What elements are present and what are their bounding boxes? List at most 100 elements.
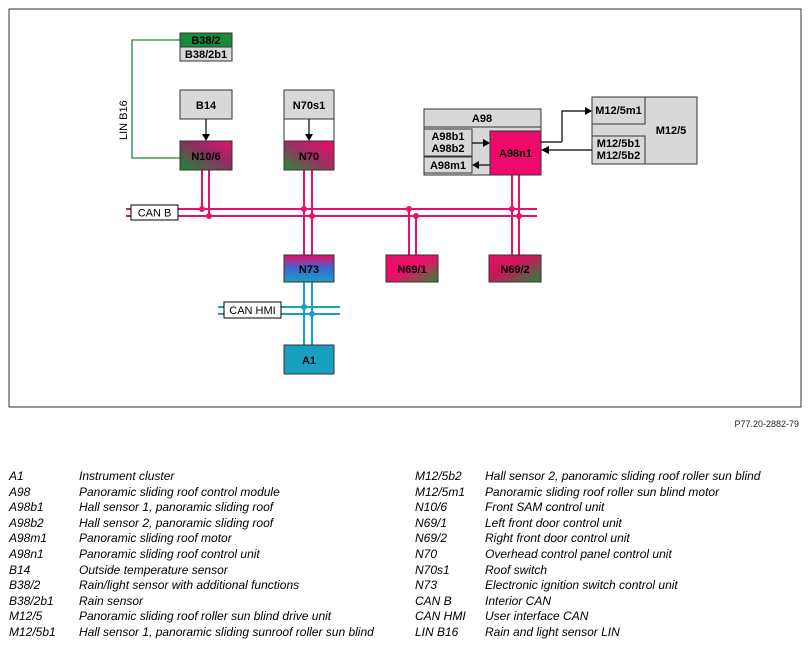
legend-code: A1	[9, 469, 24, 483]
legend-row: B38/2 Rain/light sensor with additional f…	[9, 578, 379, 594]
can-hmi-junctions	[301, 304, 315, 317]
legend-code: N73	[415, 578, 438, 593]
n73-box	[283, 254, 335, 283]
can-b-label-box	[130, 204, 179, 221]
n70-label: N70	[299, 151, 319, 163]
legend-code: N69/1	[415, 515, 448, 530]
legend-row: M12/5 Panoramic sliding roof roller sun b…	[9, 609, 379, 625]
a1-box	[283, 344, 335, 375]
legend-row: A98b1 Hall sensor 1, panoramic sliding ro…	[9, 500, 379, 516]
m12-5m1-box	[591, 96, 646, 125]
legend-desc: Panoramic sliding roof control module	[79, 484, 280, 499]
legend-code: A98b2	[9, 515, 44, 530]
can-b-junctions	[199, 206, 522, 219]
legend-desc: Roof switch	[485, 562, 548, 577]
b38-2b1-box	[179, 46, 233, 62]
legend-desc: Right front door control unit	[485, 531, 630, 546]
figure-reference: P77.20-2882-79	[734, 419, 799, 429]
n10-6-box	[179, 140, 233, 171]
a98b-arrow-head	[483, 139, 490, 147]
a98n1-label: A98n1	[499, 148, 532, 160]
legend-code: A98b1	[9, 500, 44, 515]
legend-right: M12/5b2 Hall sensor 2, panoramic sliding …	[415, 469, 805, 641]
a98m1-arrow-head	[472, 161, 479, 169]
legend-row: M12/5b2 Hall sensor 2, panoramic sliding …	[415, 469, 805, 485]
legend-desc: Hall sensor 1, panoramic sliding roof	[79, 500, 274, 515]
n69-2-box	[488, 254, 542, 283]
legend-code: N70	[415, 546, 438, 561]
legend-desc: Overhead control panel control unit	[485, 546, 672, 561]
lin-b16-line	[131, 39, 180, 159]
a98m1-label: A98m1	[430, 160, 466, 172]
legend-desc: Outside temperature sensor	[79, 562, 228, 577]
legend-code: N10/6	[415, 500, 448, 515]
n69-2-label: N69/2	[500, 264, 529, 276]
network-diagram: LIN B16 CAN B CAN HMI B38/2 B38/	[8, 8, 802, 408]
legend-row: N70s1 Roof switch	[415, 563, 805, 579]
can-b-bus	[126, 208, 537, 217]
legend-code: M12/5b1	[9, 624, 56, 639]
legend-row: N70 Overhead control panel control unit	[415, 547, 805, 563]
n69-1-label: N69/1	[397, 264, 426, 276]
b14-label: B14	[196, 100, 217, 112]
legend-desc: Front SAM control unit	[485, 500, 605, 515]
legend-code: A98m1	[9, 531, 48, 546]
a98-label: A98	[472, 113, 492, 125]
can-hmi-label-box	[223, 301, 282, 319]
a98n1-to-m12-5m1-line	[561, 110, 586, 142]
legend-desc: Rain sensor	[79, 593, 144, 608]
n70-box	[283, 140, 335, 171]
n70s1-arrow-head	[305, 134, 313, 141]
legend-row: N69/1 Left front door control unit	[415, 516, 805, 532]
m12-5m1-label: M12/5m1	[595, 105, 641, 117]
legend-desc: User interface CAN	[485, 609, 589, 624]
legend-row: B14 Outside temperature sensor	[9, 563, 379, 579]
legend-desc: Instrument cluster	[79, 469, 175, 483]
legend-code: CAN B	[415, 593, 452, 608]
legend-desc: Panoramic sliding roof roller sun blind …	[485, 484, 720, 499]
legend-code: M12/5m1	[415, 484, 466, 499]
n73-label: N73	[299, 264, 319, 276]
legend-desc: Rain/light sensor with additional functi…	[79, 578, 300, 593]
legend-desc: Hall sensor 2, panoramic sliding roof ro…	[485, 469, 761, 483]
can-b-label: CAN B	[138, 208, 172, 220]
a1-label: A1	[302, 355, 316, 367]
n10-6-label: N10/6	[191, 151, 220, 163]
legend-row: A98 Panoramic sliding roof control module	[9, 485, 379, 501]
legend-desc: Hall sensor 2, panoramic sliding roof	[79, 515, 274, 530]
legend-desc: Rain and light sensor LIN	[485, 624, 620, 639]
legend-desc: Interior CAN	[485, 593, 552, 608]
legend-desc: Electronic ignition switch control unit	[485, 578, 678, 593]
legend-code: M12/5	[9, 609, 43, 624]
legend-desc: Left front door control unit	[485, 515, 622, 530]
m12-5-label: M12/5	[656, 125, 687, 137]
a98b1-label: A98b1	[431, 131, 464, 143]
legend-code: B38/2	[9, 578, 41, 593]
a98n1-to-m12-5m1-head	[585, 107, 592, 115]
legend-code: B14	[9, 562, 31, 577]
legend-code: LIN B16	[415, 624, 459, 639]
n70s1-label: N70s1	[293, 100, 325, 112]
b38-2b1-label: B38/2b1	[185, 49, 227, 61]
legend-code: A98	[9, 484, 31, 499]
can-hmi-label: CAN HMI	[229, 305, 275, 317]
legend-row: N10/6 Front SAM control unit	[415, 500, 805, 516]
legend-row: N73 Electronic ignition switch control un…	[415, 578, 805, 594]
legend-code: N70s1	[415, 562, 450, 577]
b38-2-label: B38/2	[191, 35, 220, 47]
lin-b16-label: LIN B16	[118, 100, 130, 140]
legend-row: A1 Instrument cluster	[9, 469, 379, 485]
legend-desc: Panoramic sliding roof control unit	[79, 546, 260, 561]
n70s1-box	[283, 89, 335, 120]
m12-5b-to-a98n1-head	[541, 146, 549, 154]
legend-desc: Panoramic sliding roof roller sun blind …	[79, 609, 332, 624]
legend-code: M12/5b2	[415, 469, 462, 483]
m12-5b1-label: M12/5b1	[597, 138, 640, 150]
legend-row: A98b2 Hall sensor 2, panoramic sliding ro…	[9, 516, 379, 532]
legend-desc: Panoramic sliding roof motor	[79, 531, 232, 546]
